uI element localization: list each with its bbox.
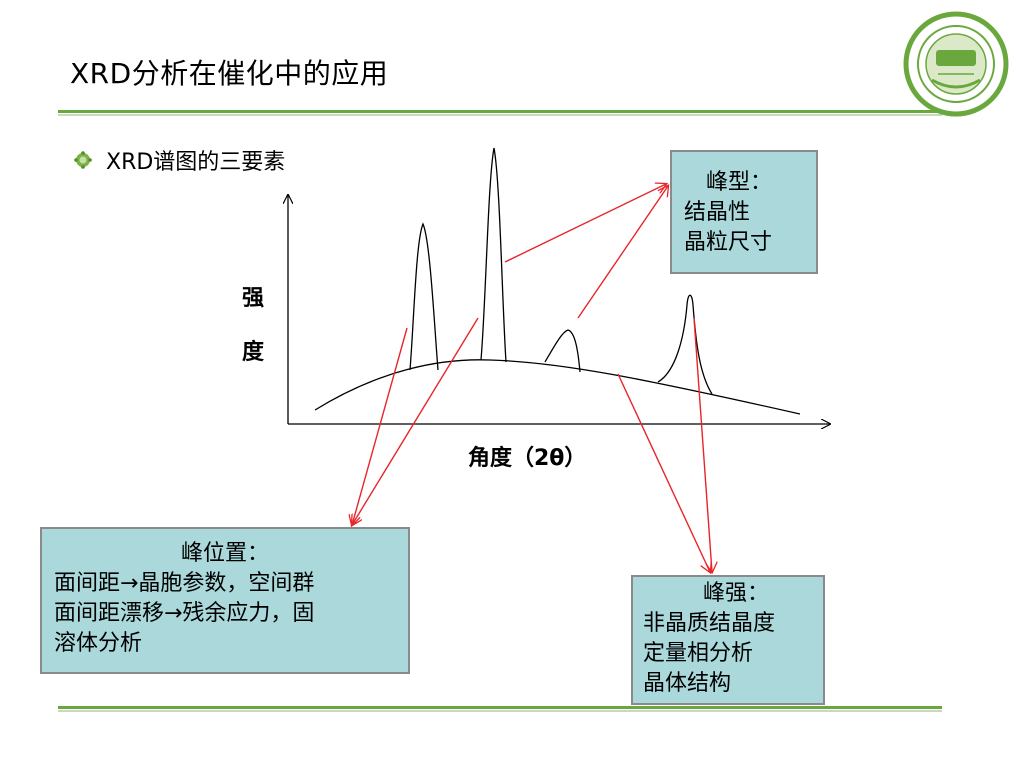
peak-3 [544,329,581,373]
bullet-icon [74,151,92,169]
arrow-peak-intensity-2 [693,317,712,572]
header-divider-shadow [58,114,942,116]
peak-intensity-line-2: 定量相分析 [643,641,754,666]
peak-4 [657,294,713,395]
x-axis-label: 角度（2θ） [468,446,587,471]
peak-position-box: 峰位置： 面间距→晶胞参数，空间群 面间距漂移→残余应力，固 溶体分析 [40,527,410,674]
peak-1 [409,222,439,371]
bullet-text: XRD谱图的三要素 [106,150,286,175]
y-axis-label-char-2: 度 [242,340,265,365]
page-title: XRD分析在催化中的应用 [70,57,389,90]
peak-position-line-3: 溶体分析 [54,631,143,656]
peak-intensity-title: 峰强： [703,581,770,606]
ecocat-group-seal-icon [903,11,1009,117]
header-divider [58,110,942,113]
arrow-peak-intensity [617,373,710,572]
peak-intensity-box: 峰强： 非晶质结晶度 定量相分析 晶体结构 [631,575,825,705]
peak-shape-title: 峰型： [706,170,773,195]
peak-position-line-1: 面间距→晶胞参数，空间群 [54,571,315,596]
peak-shape-box: 峰型： 结晶性 晶粒尺寸 [670,150,818,274]
y-axis-label-char-1: 强 [242,286,265,311]
bullet-item: XRD谱图的三要素 [74,144,285,176]
peak-intensity-line-1: 非晶质结晶度 [643,611,776,636]
arrow-peak-shape [504,184,666,263]
peak-intensity-line-3: 晶体结构 [643,671,732,696]
peak-shape-line-2: 晶粒尺寸 [684,230,773,255]
peak-shape-line-1: 结晶性 [684,200,751,225]
arrow-peak-position [352,327,408,525]
peak-2 [480,147,507,363]
amorphous-background-curve [314,359,801,415]
peak-position-line-2: 面间距漂移→残余应力，固 [54,601,315,626]
arrow-peak-shape-2 [577,186,668,319]
footer-divider [58,706,942,709]
peak-position-title: 峰位置： [180,541,269,566]
arrow-peak-position-2 [352,317,479,525]
footer-divider-shadow [58,710,942,712]
